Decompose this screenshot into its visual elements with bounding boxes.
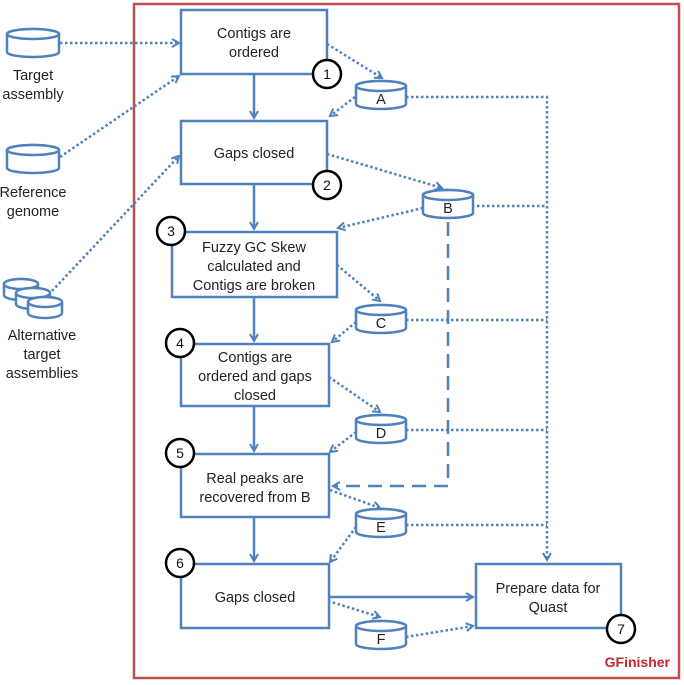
step-number-6: 6 [176,555,184,571]
data-store-b-label: B [443,201,453,217]
dotted-reference-to-1 [59,76,179,159]
data-store-b: B [421,188,475,220]
step-box-3 [170,230,339,299]
step-number-4: 4 [176,335,184,351]
step-box-6 [179,562,331,630]
data-store-f-label: F [377,632,386,648]
step-number-circle-7 [605,613,637,645]
step-number-circle-1 [311,58,343,90]
input-target-line-1: Target [13,68,53,84]
step-6-line-1: Gaps closed [215,590,296,606]
dotted-d-to-5 [330,431,357,452]
dashed-b-to-step5 [333,222,450,486]
step-3-line-1: Fuzzy GC Skew [202,240,306,256]
target-assembly-icon [5,27,61,59]
dotted-6-to-f [327,599,380,617]
step-box-5 [179,452,331,519]
step-box-7 [474,562,623,630]
data-store-e: E [354,507,408,539]
step-number-circle-3 [155,215,187,247]
data-store-a: A [354,79,408,111]
input-reference-line-1: Reference [0,185,66,201]
reference-genome-icon [5,143,61,175]
step-number-7: 7 [617,621,625,637]
dotted-f-to-7 [405,626,473,639]
input-reference-line-2: genome [7,204,59,220]
data-store-f: F [354,619,408,651]
dotted-alt-to-2 [51,156,179,292]
alt-assembly-icon-3 [26,295,64,320]
step-number-circle-4 [164,327,196,359]
step-3-line-3: Contigs are broken [193,278,316,294]
step-1-line-2: ordered [229,45,279,61]
step-number-circle-6 [164,547,196,579]
step-7-line-2: Quast [529,600,568,616]
dotted-3-to-c [336,264,380,301]
input-target-line-2: assembly [2,87,64,103]
step-3-line-2: calculated and [207,259,301,275]
dotted-2-to-b [326,152,442,188]
dotted-1-to-a [326,42,382,80]
data-store-e-label: E [376,520,386,536]
dotted-a-collector [406,95,547,560]
step-4-line-1: Contigs are [218,350,292,366]
data-store-c-label: C [376,316,386,332]
step-2-line-1: Gaps closed [214,146,295,162]
step-5-line-2: recovered from B [199,490,310,506]
step-4-line-2: ordered and gaps [198,369,312,385]
data-store-d-label: D [376,426,386,442]
data-stores: A B C D E F [354,79,475,651]
dotted-b-to-3 [338,206,424,228]
step-4-line-3: closed [234,388,276,404]
step-number-circle-2 [311,169,343,201]
step-number-2: 2 [323,177,331,193]
step-box-1 [179,8,329,76]
dotted-4-to-d [328,375,380,412]
step-number-circle-5 [164,437,196,469]
step-box-2 [179,119,329,186]
dotted-5-to-e [329,488,380,508]
data-store-a-label: A [376,92,386,108]
step-5-line-1: Real peaks are [206,471,304,487]
step-7-line-1: Prepare data for [496,581,601,597]
step-number-1: 1 [323,66,331,82]
input-alt-line-3: assemblies [6,366,79,382]
step-box-4 [179,342,331,408]
step-number-3: 3 [167,223,175,239]
data-store-d: D [354,413,408,445]
data-store-c: C [354,303,408,335]
input-alt-line-2: target [23,347,60,363]
gfinisher-label: GFinisher [605,654,671,670]
input-alt-line-1: Alternative [8,328,77,344]
dotted-c-to-4 [332,321,357,342]
dotted-a-to-2 [330,96,356,116]
step-1-line-1: Contigs are [217,26,291,42]
step-number-5: 5 [176,445,184,461]
gfinisher-frame [132,2,681,680]
dotted-e-to-6 [330,526,358,562]
input-databases [2,27,64,320]
